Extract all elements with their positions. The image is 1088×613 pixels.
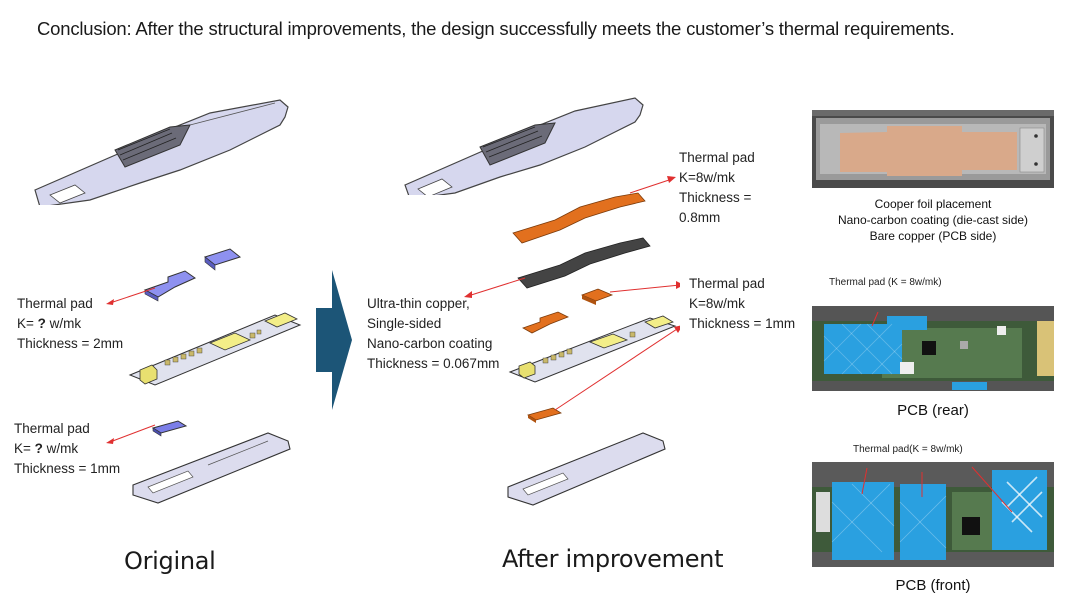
improved-pad-top-label: Thermal pad K=8w/mk Thickness = 0.8mm — [679, 148, 755, 228]
pcb-front-caption: PCB (front) — [895, 577, 971, 594]
original-section-label: Original — [124, 547, 216, 575]
label-thickness: Thickness = 2mm — [17, 336, 124, 351]
copper-foil-caption: Cooper foil placement Nano-carbon coatin… — [812, 196, 1054, 244]
improved-bottom-pad — [527, 407, 562, 423]
improved-bottom-housing — [507, 432, 666, 506]
improved-thermal-pad-top — [512, 192, 646, 244]
label-k-line: K= ? w/mk — [14, 439, 120, 459]
label-line: Thickness = — [679, 190, 752, 205]
label-line: K=8w/mk — [679, 170, 735, 185]
label-line: Thermal pad — [17, 296, 93, 311]
label-line: Thickness = 0.067mm — [367, 356, 500, 371]
pcb-front-annotation: Thermal pad(K = 8w/mk) — [853, 444, 963, 455]
label-line: K=8w/mk — [689, 296, 745, 311]
k-prefix: K= — [14, 441, 35, 456]
label-thickness: Thickness = 1mm — [14, 461, 121, 476]
label-line: Single-sided — [367, 316, 442, 331]
pcb-front-photo — [812, 462, 1054, 567]
right-arrow-icon — [316, 270, 352, 410]
improved-small-pads — [522, 288, 614, 334]
improved-copper-label: Ultra-thin copper, Single-sided Nano-car… — [367, 294, 499, 374]
original-pad-bottom-label: Thermal pad K= ? w/mk Thickness = 1mm — [14, 419, 120, 479]
k-value: ? — [34, 441, 43, 456]
caption-line: Nano-carbon coating (die-cast side) — [837, 213, 1029, 227]
improved-copper-foil — [517, 237, 651, 289]
label-line: Thermal pad — [689, 276, 765, 291]
label-line: Thickness = 1mm — [689, 316, 796, 331]
improved-pcb — [508, 315, 677, 383]
original-leader-top — [106, 287, 156, 305]
label-line: Nano-carbon coating — [367, 336, 493, 351]
caption-line: Bare copper (PCB side) — [869, 229, 997, 243]
k-suffix: w/mk — [45, 316, 82, 331]
k-prefix: K= — [17, 316, 38, 331]
label-line: Thermal pad — [14, 421, 90, 436]
caption-line: Cooper foil placement — [874, 197, 992, 211]
original-leader-bottom — [106, 424, 156, 444]
original-thermal-pads — [143, 248, 242, 302]
original-top-housing — [34, 99, 289, 205]
improved-leader-lines — [464, 176, 680, 411]
original-bottom-housing — [132, 432, 291, 504]
pcb-rear-photo — [812, 306, 1054, 391]
label-line: 0.8mm — [679, 210, 721, 225]
pcb-rear-caption: PCB (rear) — [897, 402, 969, 419]
original-pad-top-label: Thermal pad K= ? w/mk Thickness = 2mm — [17, 294, 123, 354]
label-k-line: K= ? w/mk — [17, 314, 123, 334]
copper-foil-photo — [812, 110, 1054, 188]
improved-pad-mid-label: Thermal pad K=8w/mk Thickness = 1mm — [689, 274, 795, 334]
original-pcb — [128, 312, 302, 386]
label-line: Ultra-thin copper, — [367, 296, 470, 311]
improved-top-housing — [404, 97, 644, 195]
k-suffix: w/mk — [42, 441, 79, 456]
pcb-rear-annotation: Thermal pad (K = 8w/mk) — [829, 277, 942, 288]
original-bottom-pad — [151, 420, 188, 437]
page-title: Conclusion: After the structural improve… — [37, 18, 955, 39]
label-line: Thermal pad — [679, 150, 755, 165]
k-value: ? — [37, 316, 46, 331]
improved-section-label: After improvement — [502, 545, 724, 573]
